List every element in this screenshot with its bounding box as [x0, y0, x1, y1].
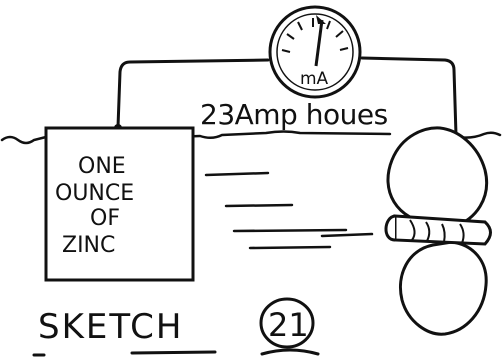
bottom-edge-marks [34, 350, 318, 355]
ammeter-unit-label: mA [300, 69, 329, 89]
zinc-label-line3: OF [90, 206, 120, 231]
zinc-label-line1: ONE [78, 154, 126, 179]
zinc-label-line2: OUNCE [55, 181, 134, 206]
ammeter-gauge: mA [270, 7, 360, 97]
sketch-title: SKETCH [38, 307, 183, 347]
current-flow-lines [206, 173, 372, 248]
zinc-label-line4: ZINC [62, 233, 115, 258]
propeller [386, 128, 491, 334]
amp-hours-label: 23Amp houes [200, 98, 388, 131]
sketch-number: 21 [268, 306, 309, 344]
